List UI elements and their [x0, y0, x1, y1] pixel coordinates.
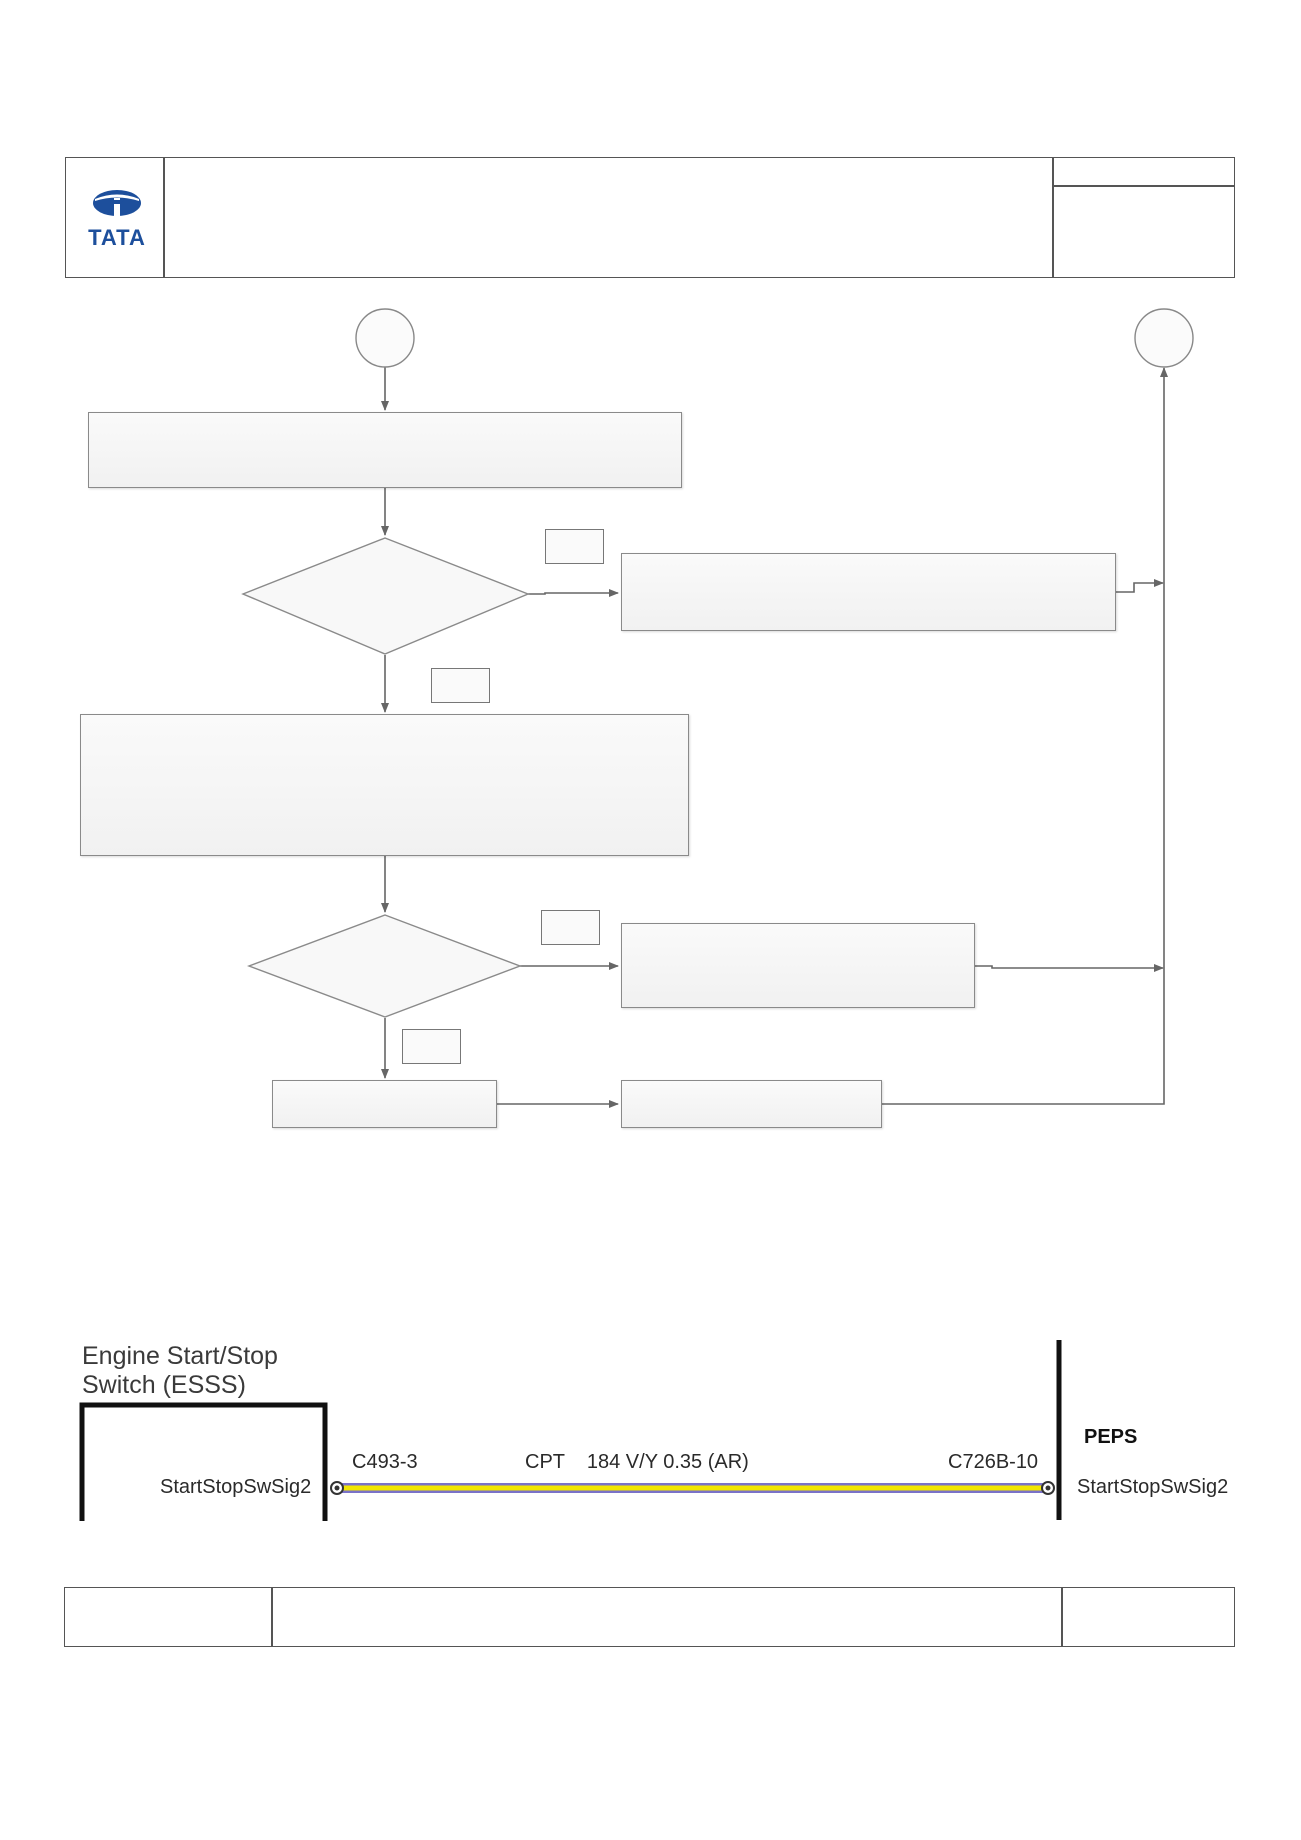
esss-outline [79, 1402, 328, 1521]
branch-tag-3 [541, 910, 600, 945]
header-right-rule [1052, 185, 1235, 187]
decision-diamond-2 [247, 914, 522, 1018]
esss-component-label: Engine Start/Stop Switch (ESSS) [82, 1342, 278, 1399]
end-connector-circle [1134, 308, 1194, 368]
peps-component-label: PEPS [1084, 1426, 1138, 1448]
return-line [882, 367, 1168, 1105]
peps-pin-label: StartStopSwSig2 [1077, 1476, 1229, 1498]
decision-diamond-1 [241, 537, 530, 655]
left-connector-label: C493-3 [352, 1451, 418, 1473]
process-box-6 [621, 1080, 882, 1128]
process-box-1 [88, 412, 682, 488]
process-box-2 [621, 553, 1116, 631]
branch-tag-4 [402, 1029, 461, 1064]
start-connector-circle [355, 308, 415, 368]
header-logo-divider [163, 157, 165, 278]
process-box-5 [272, 1080, 497, 1128]
arrow-box2-to-return [1116, 579, 1164, 593]
process-box-4 [621, 923, 975, 1008]
tata-logo-text: TATA [88, 225, 146, 250]
branch-tag-2 [431, 668, 490, 703]
footer-frame [64, 1587, 1235, 1647]
header-frame [65, 157, 1235, 278]
circuit-label: CPT 184 V/Y 0.35 (AR) [525, 1451, 749, 1473]
arrow-box4-to-return [975, 964, 1164, 972]
branch-tag-1 [545, 529, 604, 564]
footer-left-divider [271, 1587, 273, 1647]
arrow-decision1-right [528, 589, 619, 597]
right-connector-label: C726B-10 [948, 1451, 1039, 1473]
wiring-graphic [79, 1340, 1062, 1521]
esss-pin-label: StartStopSwSig2 [160, 1476, 312, 1498]
tata-logo-icon [93, 190, 141, 218]
footer-right-divider [1061, 1587, 1063, 1647]
header-right-divider [1052, 157, 1054, 278]
process-box-3 [80, 714, 689, 856]
tata-logo: TATA [82, 185, 152, 251]
wiring-diagram: Engine Start/Stop Switch (ESSS) StartSto… [60, 1330, 1240, 1530]
